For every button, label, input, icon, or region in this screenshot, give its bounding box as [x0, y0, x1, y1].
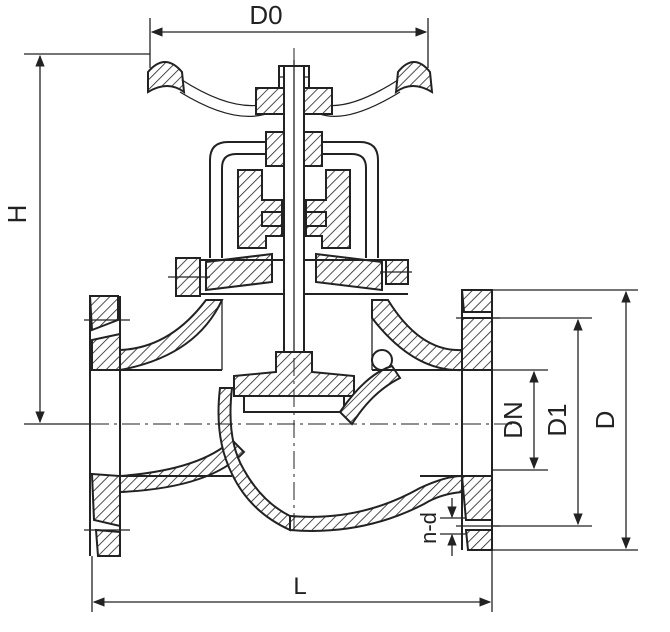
dimension-l: L — [91, 550, 493, 612]
label-n-d: n-d — [416, 512, 441, 544]
dimension-h: H — [2, 53, 150, 425]
label-dn: DN — [498, 401, 528, 439]
bonnet — [168, 131, 412, 297]
dimension-dn: DN — [492, 369, 548, 471]
label-h: H — [2, 205, 32, 224]
label-l: L — [293, 573, 306, 600]
label-d0: D0 — [249, 0, 282, 30]
dimension-n-d: n-d — [416, 498, 466, 556]
label-d: D — [590, 411, 620, 430]
dimension-d: D — [492, 289, 638, 551]
center-lines — [60, 48, 520, 530]
label-d1: D1 — [542, 403, 572, 436]
valve-body — [84, 289, 500, 557]
dimension-d1: D1 — [492, 317, 592, 527]
dimension-d0: D0 — [149, 0, 429, 68]
